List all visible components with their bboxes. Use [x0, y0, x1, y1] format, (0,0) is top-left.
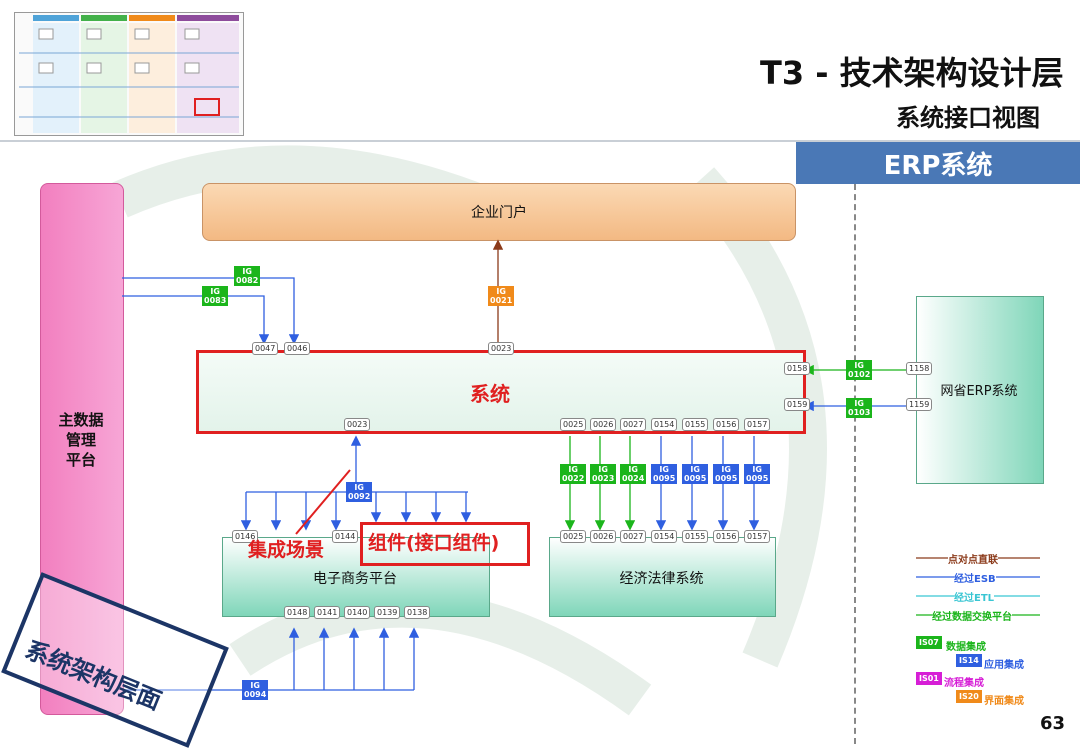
interface-ebiz-0140: 0140 — [344, 606, 371, 619]
header-divider — [0, 140, 1080, 142]
interface-erp-0025: 0025 — [560, 418, 587, 431]
interface-law-0026: 0026 — [590, 530, 617, 543]
legend-badge-label: 应用集成 — [984, 660, 1024, 671]
legend-badge-label: 流程集成 — [944, 678, 984, 689]
interface-erp-0155: 0155 — [682, 418, 709, 431]
interface-erp-0026: 0026 — [590, 418, 617, 431]
interface-ebiz-0148: 0148 — [284, 606, 311, 619]
interface-erp-0156: 0156 — [713, 418, 740, 431]
interface-erp-0158: 0158 — [784, 362, 811, 375]
interface-erp-0046: 0046 — [284, 342, 311, 355]
interface-ebiz-0141: 0141 — [314, 606, 341, 619]
mdm-label-line: 管理 — [65, 431, 96, 449]
interface-ebiz-0138: 0138 — [404, 606, 431, 619]
legend-badge-label: 数据集成 — [946, 642, 986, 653]
law-system-node — [549, 537, 776, 617]
mdm-platform-node — [40, 183, 124, 715]
interface-erp-0154: 0154 — [651, 418, 678, 431]
legend-etl: 经过ETL — [954, 589, 995, 604]
interface-ebiz-0146: 0146 — [232, 530, 259, 543]
interface-ebiz-0139: 0139 — [374, 606, 401, 619]
thumbnail-graphic — [19, 15, 239, 133]
provincial-erp-label: 网省ERP系统 — [940, 384, 1018, 399]
legend-badge-label: 界面集成 — [984, 696, 1024, 707]
legend-badge-is20: IS20 — [956, 690, 982, 703]
interface-ebiz-0144: 0144 — [332, 530, 359, 543]
legend-p2p: 点对点直联 — [948, 551, 998, 566]
interface-erp-0027: 0027 — [620, 418, 647, 431]
interface-erp-0023b: 0023 — [344, 418, 371, 431]
erp-banner: ERP系统 — [796, 142, 1080, 184]
interface-law-0156: 0156 — [713, 530, 740, 543]
mdm-platform-label: 主数据 管理 平台 — [40, 410, 122, 470]
legend-data-exchange: 经过数据交换平台 — [932, 608, 1012, 623]
legend-esb: 经过ESB — [954, 570, 996, 585]
interface-law-0027: 0027 — [620, 530, 647, 543]
scenario-callout: 集成场景 — [248, 539, 325, 561]
provincial-erp-node — [916, 296, 1044, 484]
interface-law-0155: 0155 — [682, 530, 709, 543]
interface-erp-0159: 0159 — [784, 398, 811, 411]
overview-thumbnail — [14, 12, 244, 136]
legend-badge-is07: IS07 — [916, 636, 942, 649]
interface-gerp-1158: 1158 — [906, 362, 933, 375]
interface-gerp-1159: 1159 — [906, 398, 933, 411]
erp-system-label: 系统 — [470, 382, 510, 406]
interface-law-0154: 0154 — [651, 530, 678, 543]
boundary-divider — [854, 184, 856, 744]
mdm-label-line: 主数据 — [58, 411, 104, 429]
ebiz-platform-label: 电子商务平台 — [313, 571, 397, 587]
legend-badge-is14: IS14 — [956, 654, 982, 667]
legend-badge-is01: IS01 — [916, 672, 942, 685]
interface-erp-0047: 0047 — [252, 342, 279, 355]
page-title: T3 - 技术架构设计层 — [760, 54, 1064, 92]
page-number: 63 — [1040, 713, 1066, 734]
mdm-label-line: 平台 — [65, 451, 96, 469]
component-callout-box — [360, 522, 530, 566]
page-subtitle: 系统接口视图 — [896, 104, 1040, 132]
component-callout: 组件(接口组件) — [368, 532, 500, 554]
interface-law-0025: 0025 — [560, 530, 587, 543]
law-system-label: 经济法律系统 — [619, 571, 704, 587]
interface-erp-0023: 0023 — [488, 342, 515, 355]
interface-law-0157: 0157 — [744, 530, 771, 543]
interface-erp-0157: 0157 — [744, 418, 771, 431]
